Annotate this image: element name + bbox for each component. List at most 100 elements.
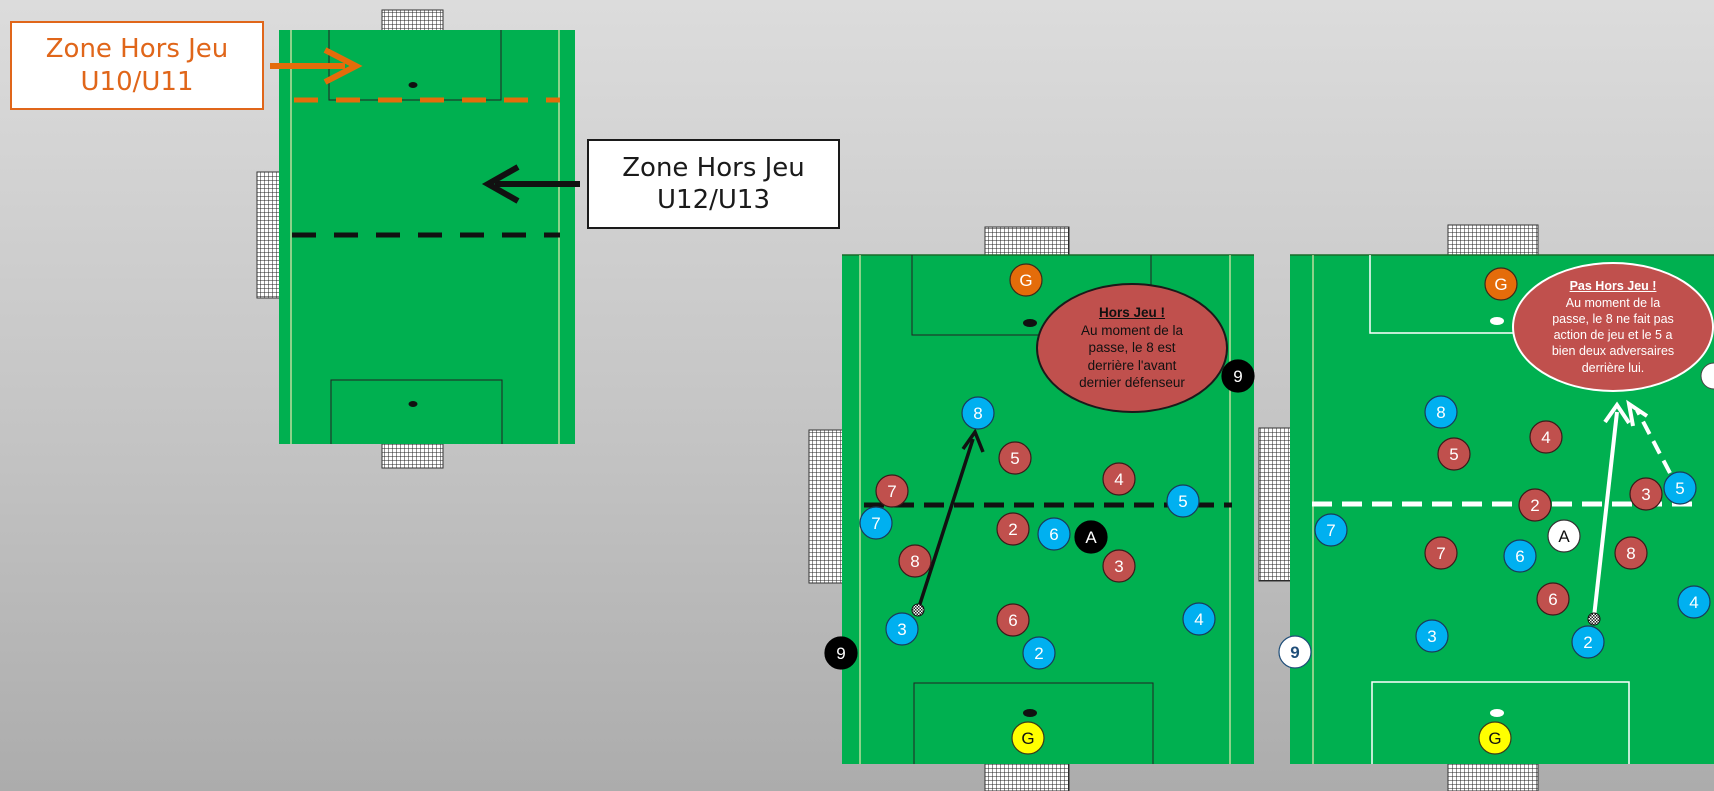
player-token-label: 9 bbox=[1233, 367, 1242, 386]
player-token-circle bbox=[1009, 263, 1043, 297]
bottom-goal-net bbox=[1447, 762, 1539, 791]
player-token-label: 4 bbox=[1541, 428, 1550, 447]
player-token-circle bbox=[1614, 536, 1648, 570]
player-token-circle bbox=[885, 612, 919, 646]
player-token-label: 5 bbox=[1675, 479, 1684, 498]
player-token-circle bbox=[1166, 484, 1200, 518]
player-token-label: 5 bbox=[1010, 449, 1019, 468]
player-token-circle bbox=[898, 544, 932, 578]
player-token-label: 3 bbox=[1641, 485, 1650, 504]
player-token: 8 bbox=[961, 396, 995, 430]
penalty-spot bbox=[1023, 319, 1037, 327]
bubble-line: Au moment de la bbox=[1565, 295, 1661, 310]
u12-label-line2: U12/U13 bbox=[657, 185, 770, 215]
bottom-penalty-box bbox=[330, 379, 503, 444]
player-token: A bbox=[1547, 519, 1581, 553]
player-token-circle bbox=[1437, 437, 1471, 471]
player-token: G bbox=[1011, 721, 1045, 755]
player-token-label: G bbox=[1019, 271, 1032, 290]
penalty-spot bbox=[408, 82, 418, 88]
player-token-circle bbox=[875, 474, 909, 508]
player-token: G bbox=[1009, 263, 1043, 297]
player-token: 4 bbox=[1182, 602, 1216, 636]
player-token: 7 bbox=[875, 474, 909, 508]
player-token-circle bbox=[1011, 721, 1045, 755]
player-token-label: 3 bbox=[897, 620, 906, 639]
player-token: 9 bbox=[824, 636, 858, 670]
player-token: G bbox=[1484, 267, 1518, 301]
player-token-circle bbox=[1415, 619, 1449, 653]
player-token: 5 bbox=[1166, 484, 1200, 518]
pass-arrow bbox=[916, 438, 975, 611]
player-token-label: 7 bbox=[887, 482, 896, 501]
player-token: 8 bbox=[898, 544, 932, 578]
penalty-spot bbox=[1490, 709, 1504, 717]
bubble-line: dernier défenseur bbox=[1079, 375, 1185, 391]
player-token: 7 bbox=[1314, 513, 1348, 547]
player-token-circle bbox=[961, 396, 995, 430]
player-token-circle bbox=[1503, 539, 1537, 573]
player-token: 2 bbox=[1022, 636, 1056, 670]
player-token: 9 bbox=[1221, 359, 1255, 393]
player-token: 4 bbox=[1529, 420, 1563, 454]
player-token: 3 bbox=[1102, 549, 1136, 583]
player-token-circle bbox=[996, 512, 1030, 546]
bubble-line: derrière lui. bbox=[1581, 360, 1645, 375]
player-token-circle bbox=[1547, 519, 1581, 553]
player-token-circle bbox=[1424, 395, 1458, 429]
player-token-label: 8 bbox=[910, 552, 919, 571]
player-token-circle bbox=[1221, 359, 1255, 393]
player-token-label: 8 bbox=[1436, 403, 1445, 422]
player-token-circle bbox=[1037, 517, 1071, 551]
player-token-circle bbox=[1484, 267, 1518, 301]
bottom-penalty-box bbox=[913, 682, 1154, 764]
offside-zone-u12-label: Zone Hors Jeu U12/U13 bbox=[587, 139, 840, 229]
not-offside-bubble: Pas Hors Jeu ! Au moment de la passe, le… bbox=[1512, 262, 1714, 392]
player-token-label: 6 bbox=[1049, 525, 1058, 544]
pass-arrow-head bbox=[1603, 401, 1631, 425]
u10-label-line1: Zone Hors Jeu bbox=[45, 34, 229, 64]
player-token: 7 bbox=[1424, 536, 1458, 570]
player-token: 5 bbox=[1437, 437, 1471, 471]
player-token: 5 bbox=[998, 441, 1032, 475]
player-token-circle bbox=[1536, 582, 1570, 616]
player-token-label: 8 bbox=[973, 404, 982, 423]
ball bbox=[1587, 612, 1601, 626]
penalty-spot bbox=[408, 401, 418, 407]
bubble-line: action de jeu et le 5 a bbox=[1553, 328, 1673, 342]
player-token: G bbox=[1478, 721, 1512, 755]
player-token-circle bbox=[1022, 636, 1056, 670]
player-token-label: 6 bbox=[1515, 547, 1524, 566]
bubble-line: derrière l'avant bbox=[1087, 357, 1177, 373]
player-token-label: 3 bbox=[1114, 557, 1123, 576]
overview-field bbox=[256, 9, 580, 469]
player-token: 4 bbox=[1102, 462, 1136, 496]
player-token-label: 7 bbox=[1326, 521, 1335, 540]
player-token-circle bbox=[1278, 635, 1312, 669]
player-token: 4 bbox=[1677, 585, 1711, 619]
player-token: 2 bbox=[1571, 625, 1605, 659]
side-goal-net bbox=[256, 171, 283, 299]
player-token-label: 2 bbox=[1583, 633, 1592, 652]
top-goal-net bbox=[984, 226, 1070, 260]
bubble-line: Au moment de la bbox=[1080, 322, 1184, 338]
penalty-spot bbox=[1490, 317, 1504, 325]
arrow-u10-head bbox=[323, 47, 363, 85]
player-token-label: 9 bbox=[836, 644, 845, 663]
pass-arrow bbox=[1592, 411, 1619, 618]
top-goal-net bbox=[1447, 224, 1539, 258]
offside-bubble: Hors Jeu ! Au moment de la passe, le 8 e… bbox=[1036, 283, 1228, 413]
player-token-label: 7 bbox=[1436, 544, 1445, 563]
player-token-circle bbox=[1424, 536, 1458, 570]
penalty-spot bbox=[1023, 709, 1037, 717]
player-token-label: 5 bbox=[1178, 492, 1187, 511]
player-token-circle bbox=[1629, 477, 1663, 511]
run-arrow-head bbox=[1626, 399, 1649, 427]
bottom-goal-net bbox=[984, 762, 1070, 791]
player-token-circle bbox=[1663, 471, 1697, 505]
player-token-circle bbox=[1102, 462, 1136, 496]
player-token-label: 8 bbox=[1626, 544, 1635, 563]
arrow-u12-head bbox=[481, 164, 520, 204]
